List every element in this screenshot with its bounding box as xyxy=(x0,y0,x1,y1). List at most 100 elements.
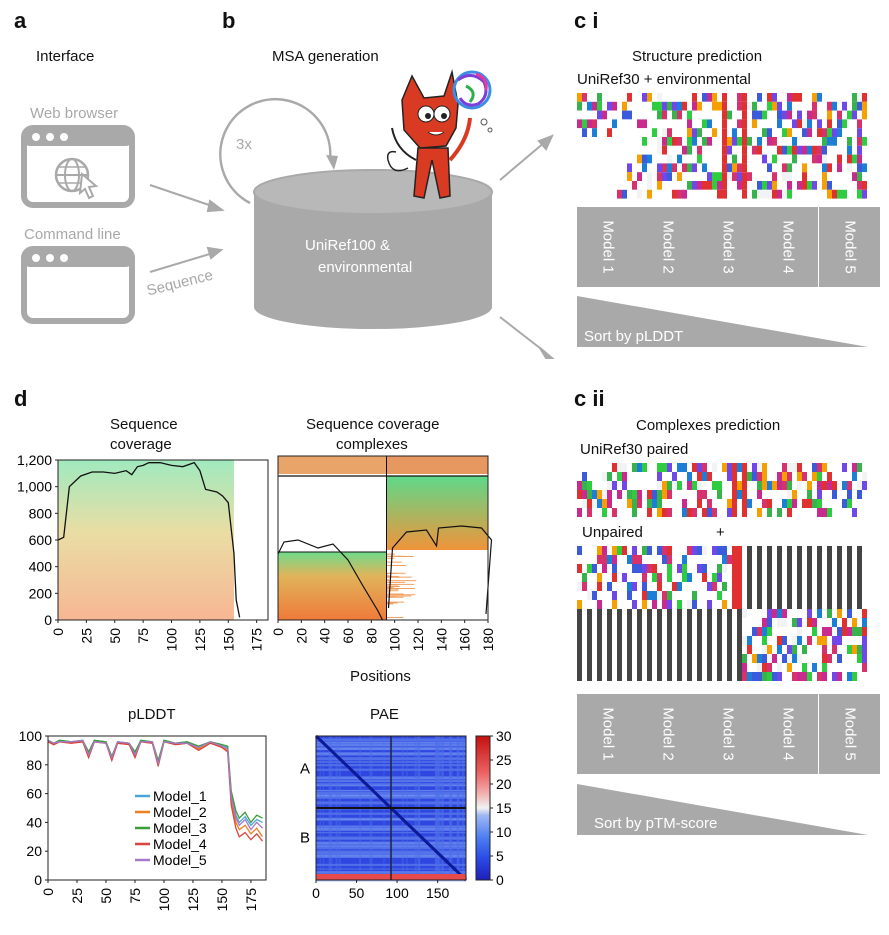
pae-diagonal-b xyxy=(389,806,468,882)
coverage-ytick: 400 xyxy=(29,559,53,575)
complex-coverage-line-a xyxy=(277,539,384,621)
pae-colorbar-tick: 10 xyxy=(496,824,512,840)
pae-xtick: 100 xyxy=(385,885,409,901)
input-arrows xyxy=(149,184,225,273)
complex-coverage-xtick: 0 xyxy=(270,628,286,636)
web-browser-label: Web browser xyxy=(30,105,119,122)
plddt-line-3 xyxy=(47,739,263,824)
panel-ci-title: Structure prediction xyxy=(632,48,763,65)
plddt-xtick: 25 xyxy=(69,888,85,904)
pae-colorbar-tick: 25 xyxy=(496,752,512,768)
ci-model-5: Model 5 xyxy=(819,207,880,287)
ci-msa-block xyxy=(577,93,867,199)
plddt-xtick: 0 xyxy=(40,888,56,896)
pae-colorbar-tick: 15 xyxy=(496,800,512,816)
legend-label-5: Model_5 xyxy=(153,852,207,868)
coverage-xtick: 0 xyxy=(50,628,66,636)
loop-label: 3x xyxy=(236,136,252,153)
complex-coverage-xtick: 60 xyxy=(340,628,356,644)
plddt-line-5 xyxy=(47,739,263,831)
legend-label-3: Model_3 xyxy=(153,820,207,836)
plddt-ytick: 100 xyxy=(19,728,43,744)
coverage-xtick: 175 xyxy=(249,628,265,652)
plddt-xtick: 150 xyxy=(214,888,230,912)
pae-frame xyxy=(315,735,467,881)
cii-unpaired-label: Unpaired xyxy=(582,524,643,541)
coverage-xtick: 50 xyxy=(107,628,123,644)
cii-sort-label: Sort by pTM-score xyxy=(594,815,718,832)
panel-b-letter: b xyxy=(222,8,236,33)
cii-model-1: Model 1 xyxy=(577,694,638,774)
complex-coverage-xtick: 40 xyxy=(317,628,333,644)
legend-label-1: Model_1 xyxy=(153,788,207,804)
ci-sort-label: Sort by pLDDT xyxy=(584,328,684,345)
block-top-left xyxy=(278,456,387,474)
legend-label-4: Model_4 xyxy=(153,836,207,852)
block-top-right xyxy=(386,456,488,474)
cii-sort-wedge xyxy=(577,784,868,835)
cii-model-5: Model 5 xyxy=(819,694,880,774)
coverage-title-line1: Sequence xyxy=(110,416,178,433)
ci-sort-wedge xyxy=(577,296,868,347)
coverage-line xyxy=(57,461,241,618)
output-arrows xyxy=(499,134,555,359)
coverage-ytick: 200 xyxy=(29,585,53,601)
coverage-title-line2: coverage xyxy=(110,436,172,453)
cii-paired-label: UniRef30 paired xyxy=(580,441,689,458)
plddt-ytick: 60 xyxy=(26,786,42,802)
plddt-ytick: 40 xyxy=(26,814,42,830)
pae-colorbar xyxy=(475,735,491,881)
pae-row-label-b: B xyxy=(300,830,310,847)
complex-coverage-frame xyxy=(277,455,489,621)
complex-coverage-xtick: 120 xyxy=(410,628,426,652)
plddt-ytick: 20 xyxy=(26,843,42,859)
coverage-xtick: 150 xyxy=(220,628,236,652)
complex-coverage-xtick: 180 xyxy=(480,628,495,652)
plddt-xtick: 125 xyxy=(185,888,201,912)
cii-paired-msa xyxy=(577,463,867,517)
cii-unpaired-msa xyxy=(577,546,867,681)
plddt-line-4 xyxy=(47,741,264,842)
coverage-xtick: 125 xyxy=(192,628,208,652)
web-browser-icon xyxy=(21,125,135,208)
pae-row-label-a: A xyxy=(300,760,310,777)
cii-model-4: Model 4 xyxy=(757,694,818,774)
complex-coverage-line-b xyxy=(387,525,493,615)
pae-xtick: 0 xyxy=(312,885,320,901)
complex-coverage-xtick: 80 xyxy=(363,628,379,644)
cii-plus-sign: + xyxy=(716,524,725,541)
mascot-illustration xyxy=(386,69,493,199)
coverage-xtick: 75 xyxy=(135,628,151,644)
coverage-ytick: 1,200 xyxy=(17,454,52,468)
complex-coverage-title-1: Sequence coverage xyxy=(306,416,440,433)
pae-colorbar-tick: 20 xyxy=(496,776,512,792)
prompt-char: > xyxy=(37,270,46,287)
coverage-ytick: 1,000 xyxy=(17,479,52,495)
db-label-2: environmental xyxy=(318,259,413,276)
db-label-1: UniRef100 & xyxy=(305,237,391,254)
plddt-ytick: 0 xyxy=(34,872,42,888)
plddt-ytick: 80 xyxy=(26,757,42,773)
pae-xtick: 150 xyxy=(426,885,450,901)
pae-title: PAE xyxy=(370,706,399,723)
pae-diagonal-a xyxy=(314,734,393,810)
pae-xtick: 50 xyxy=(349,885,365,901)
complex-coverage-xtick: 20 xyxy=(293,628,309,644)
block-bottom-left xyxy=(278,552,387,620)
plddt-xtick: 175 xyxy=(243,888,259,912)
cii-model-2: Model 2 xyxy=(637,694,698,774)
pae-colorbar-tick: 5 xyxy=(496,848,504,864)
plddt-frame xyxy=(47,735,267,881)
database-cylinder xyxy=(253,169,493,329)
pae-colorbar-tick: 30 xyxy=(496,728,512,744)
loop-arrow xyxy=(219,97,338,205)
cii-model-3: Model 3 xyxy=(697,694,758,774)
panel-ci-letter: c i xyxy=(574,8,599,33)
ci-model-3: Model 3 xyxy=(697,207,758,287)
plddt-xtick: 50 xyxy=(98,888,114,904)
complex-coverage-xtick: 160 xyxy=(457,628,473,652)
